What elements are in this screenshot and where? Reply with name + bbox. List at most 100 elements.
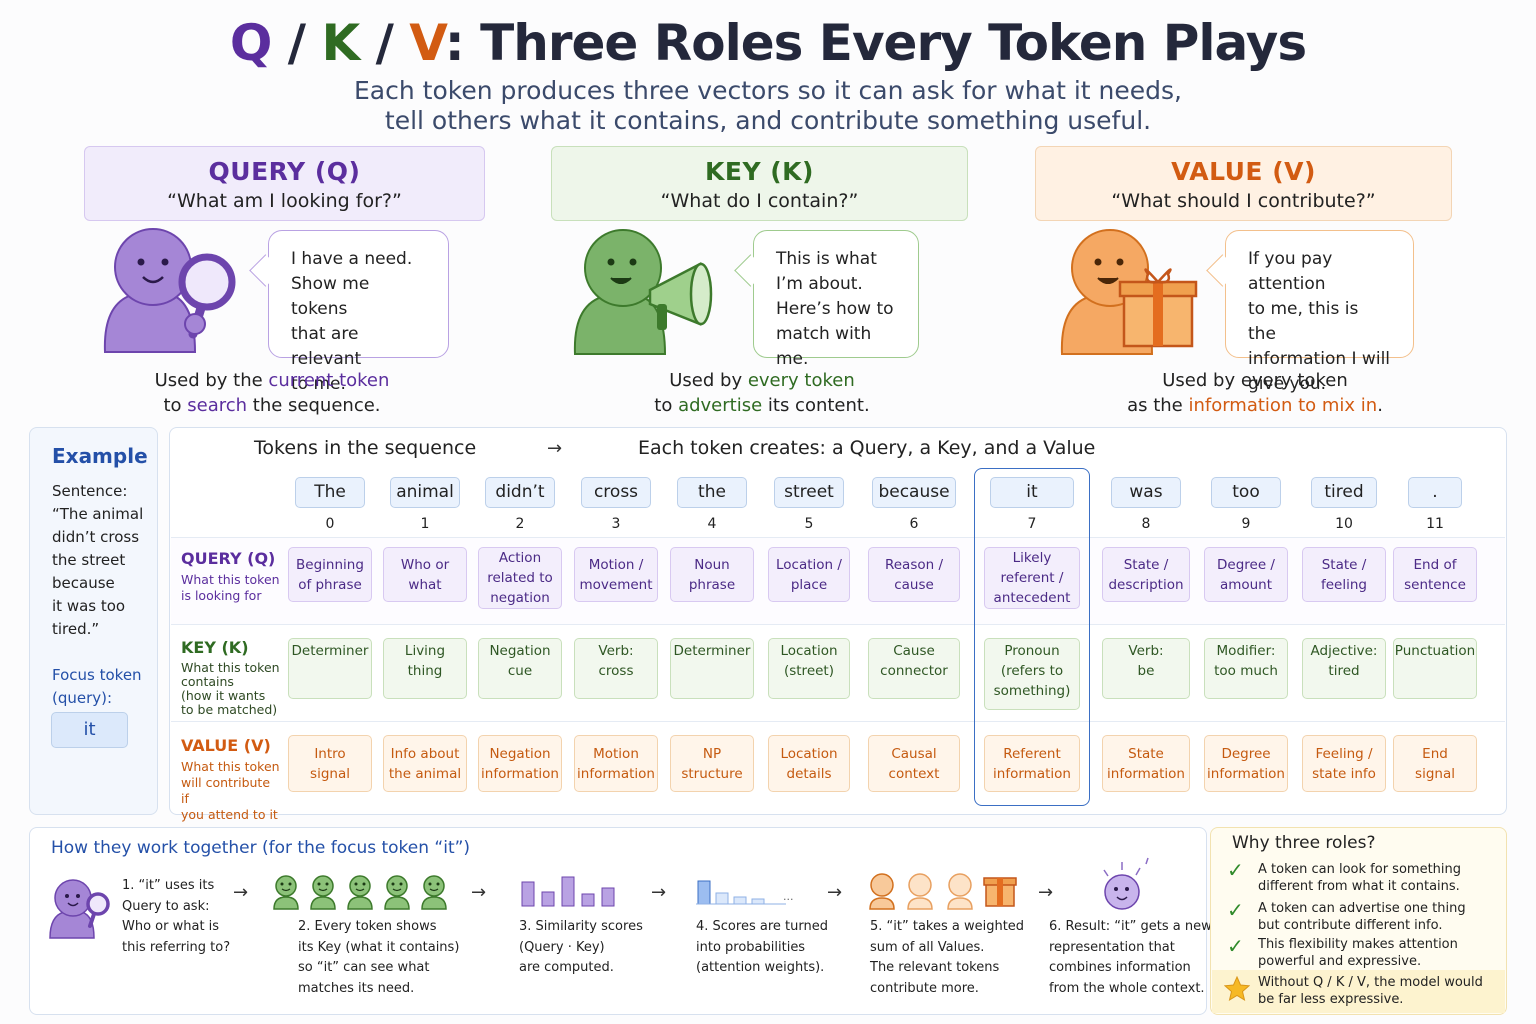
key-role-question: “What do I contain?” bbox=[660, 190, 859, 212]
query-cell-line: Motion / bbox=[588, 556, 644, 573]
value-cell-line: Location bbox=[780, 745, 838, 762]
token-chip: animal bbox=[390, 477, 460, 508]
key-cell-line: Punctuation bbox=[1394, 643, 1476, 659]
key-tokens-group-icon bbox=[273, 875, 447, 910]
query-usage-text: Used by the current token to search the … bbox=[154, 370, 390, 416]
value-cell-line: information bbox=[1207, 765, 1285, 782]
key-cell: Verb:cross bbox=[574, 638, 658, 699]
attention-weights-bar-icon bbox=[696, 880, 786, 905]
key-cell: Location (street) bbox=[768, 638, 850, 699]
query-role-header: QUERY (Q) “What am I looking for?” bbox=[84, 146, 485, 221]
value-cell-line: Negation bbox=[489, 745, 551, 762]
query-cell-line: antecedent bbox=[993, 590, 1071, 606]
query-cell-line: State / bbox=[1321, 556, 1367, 573]
key-cell: Verb:be bbox=[1102, 638, 1190, 699]
value-cell-line: the animal bbox=[388, 765, 462, 782]
check-icon: ✓ bbox=[1227, 934, 1244, 958]
value-usage-text: Used by every token as the information t… bbox=[1127, 370, 1383, 416]
token-index: 1 bbox=[420, 516, 430, 532]
value-cell-line: details bbox=[786, 765, 832, 782]
value-cell: Causal context bbox=[868, 735, 960, 792]
token-chip: it bbox=[990, 477, 1074, 508]
value-cell-line: state info bbox=[1312, 765, 1376, 782]
token-chip: street bbox=[774, 477, 844, 508]
value-cell-line: signal bbox=[310, 765, 350, 782]
query-cell-line: phrase bbox=[688, 576, 736, 593]
value-cell-line: information bbox=[993, 765, 1071, 782]
query-cell-line: Action bbox=[498, 550, 542, 566]
token-index: 11 bbox=[1426, 516, 1444, 532]
value-cell-line: Intro bbox=[314, 745, 346, 762]
subtitle: Each token produces three vectors so it … bbox=[354, 76, 1182, 135]
key-role-header: KEY (K) “What do I contain?” bbox=[551, 146, 968, 221]
step-arrow-icon: → bbox=[1038, 882, 1054, 903]
key-cell-line: (street) bbox=[783, 663, 834, 679]
token-index: 7 bbox=[1027, 516, 1037, 532]
key-cell-line: Modifier: bbox=[1216, 643, 1276, 659]
tokens-header-description: Each token creates: a Query, a Key, and … bbox=[638, 437, 1096, 459]
value-cell: Info about the animal bbox=[383, 735, 467, 792]
query-cell-line: place bbox=[790, 576, 828, 593]
query-cell-line: Reason / bbox=[884, 556, 944, 573]
query-cell-line: Who or bbox=[400, 556, 450, 573]
value-cell: Location details bbox=[768, 735, 850, 792]
value-cell-line: context bbox=[888, 765, 940, 782]
key-usage-text: Used by every token to advertise its con… bbox=[654, 370, 870, 416]
query-role-question: “What am I looking for?” bbox=[167, 190, 402, 212]
value-cell-line: Info about bbox=[390, 745, 460, 762]
key-cell: Determiner bbox=[670, 638, 754, 699]
token-index: 6 bbox=[909, 516, 919, 532]
step-arrow-icon: → bbox=[233, 882, 249, 903]
value-cell-line: information bbox=[577, 765, 655, 782]
header-arrow-icon: → bbox=[547, 438, 563, 459]
key-cell: Determiner bbox=[288, 638, 372, 699]
query-cell-line: Likely bbox=[1012, 550, 1052, 566]
query-cell-line: amount bbox=[1219, 576, 1273, 593]
key-cell-line: Cause bbox=[893, 643, 935, 659]
query-small-character-icon bbox=[49, 879, 110, 939]
how-panel bbox=[29, 827, 1207, 1015]
token-chip: didn’t bbox=[485, 477, 555, 508]
token-chip: the bbox=[677, 477, 747, 508]
key-cell-line: Negation bbox=[489, 643, 551, 659]
value-character-gift-icon bbox=[1060, 229, 1198, 355]
value-role-question: “What should I contribute?” bbox=[1111, 190, 1376, 212]
query-cell-line: movement bbox=[579, 576, 653, 593]
value-cell-line: Causal bbox=[891, 745, 937, 762]
key-cell: Adjective:tired bbox=[1302, 638, 1386, 699]
query-cell-line: description bbox=[1108, 576, 1184, 593]
key-cell-line: Determiner bbox=[673, 643, 751, 659]
query-cell-line: feeling bbox=[1321, 576, 1367, 593]
value-cell-line: structure bbox=[681, 765, 743, 782]
query-role-title: QUERY (Q) bbox=[208, 157, 361, 186]
query-cell: State /description bbox=[1102, 547, 1190, 602]
key-cell-line: Location bbox=[780, 643, 838, 659]
key-cell-line: thing bbox=[407, 663, 443, 679]
token-index: 4 bbox=[707, 516, 717, 532]
token-index: 10 bbox=[1335, 516, 1353, 532]
key-row bbox=[171, 625, 1505, 722]
key-role-title: KEY (K) bbox=[705, 157, 814, 186]
query-cell-line: Location / bbox=[776, 556, 842, 573]
example-title: Example bbox=[52, 444, 148, 468]
key-cell-line: connector bbox=[880, 663, 948, 679]
query-cell-line: End of bbox=[1413, 556, 1457, 573]
